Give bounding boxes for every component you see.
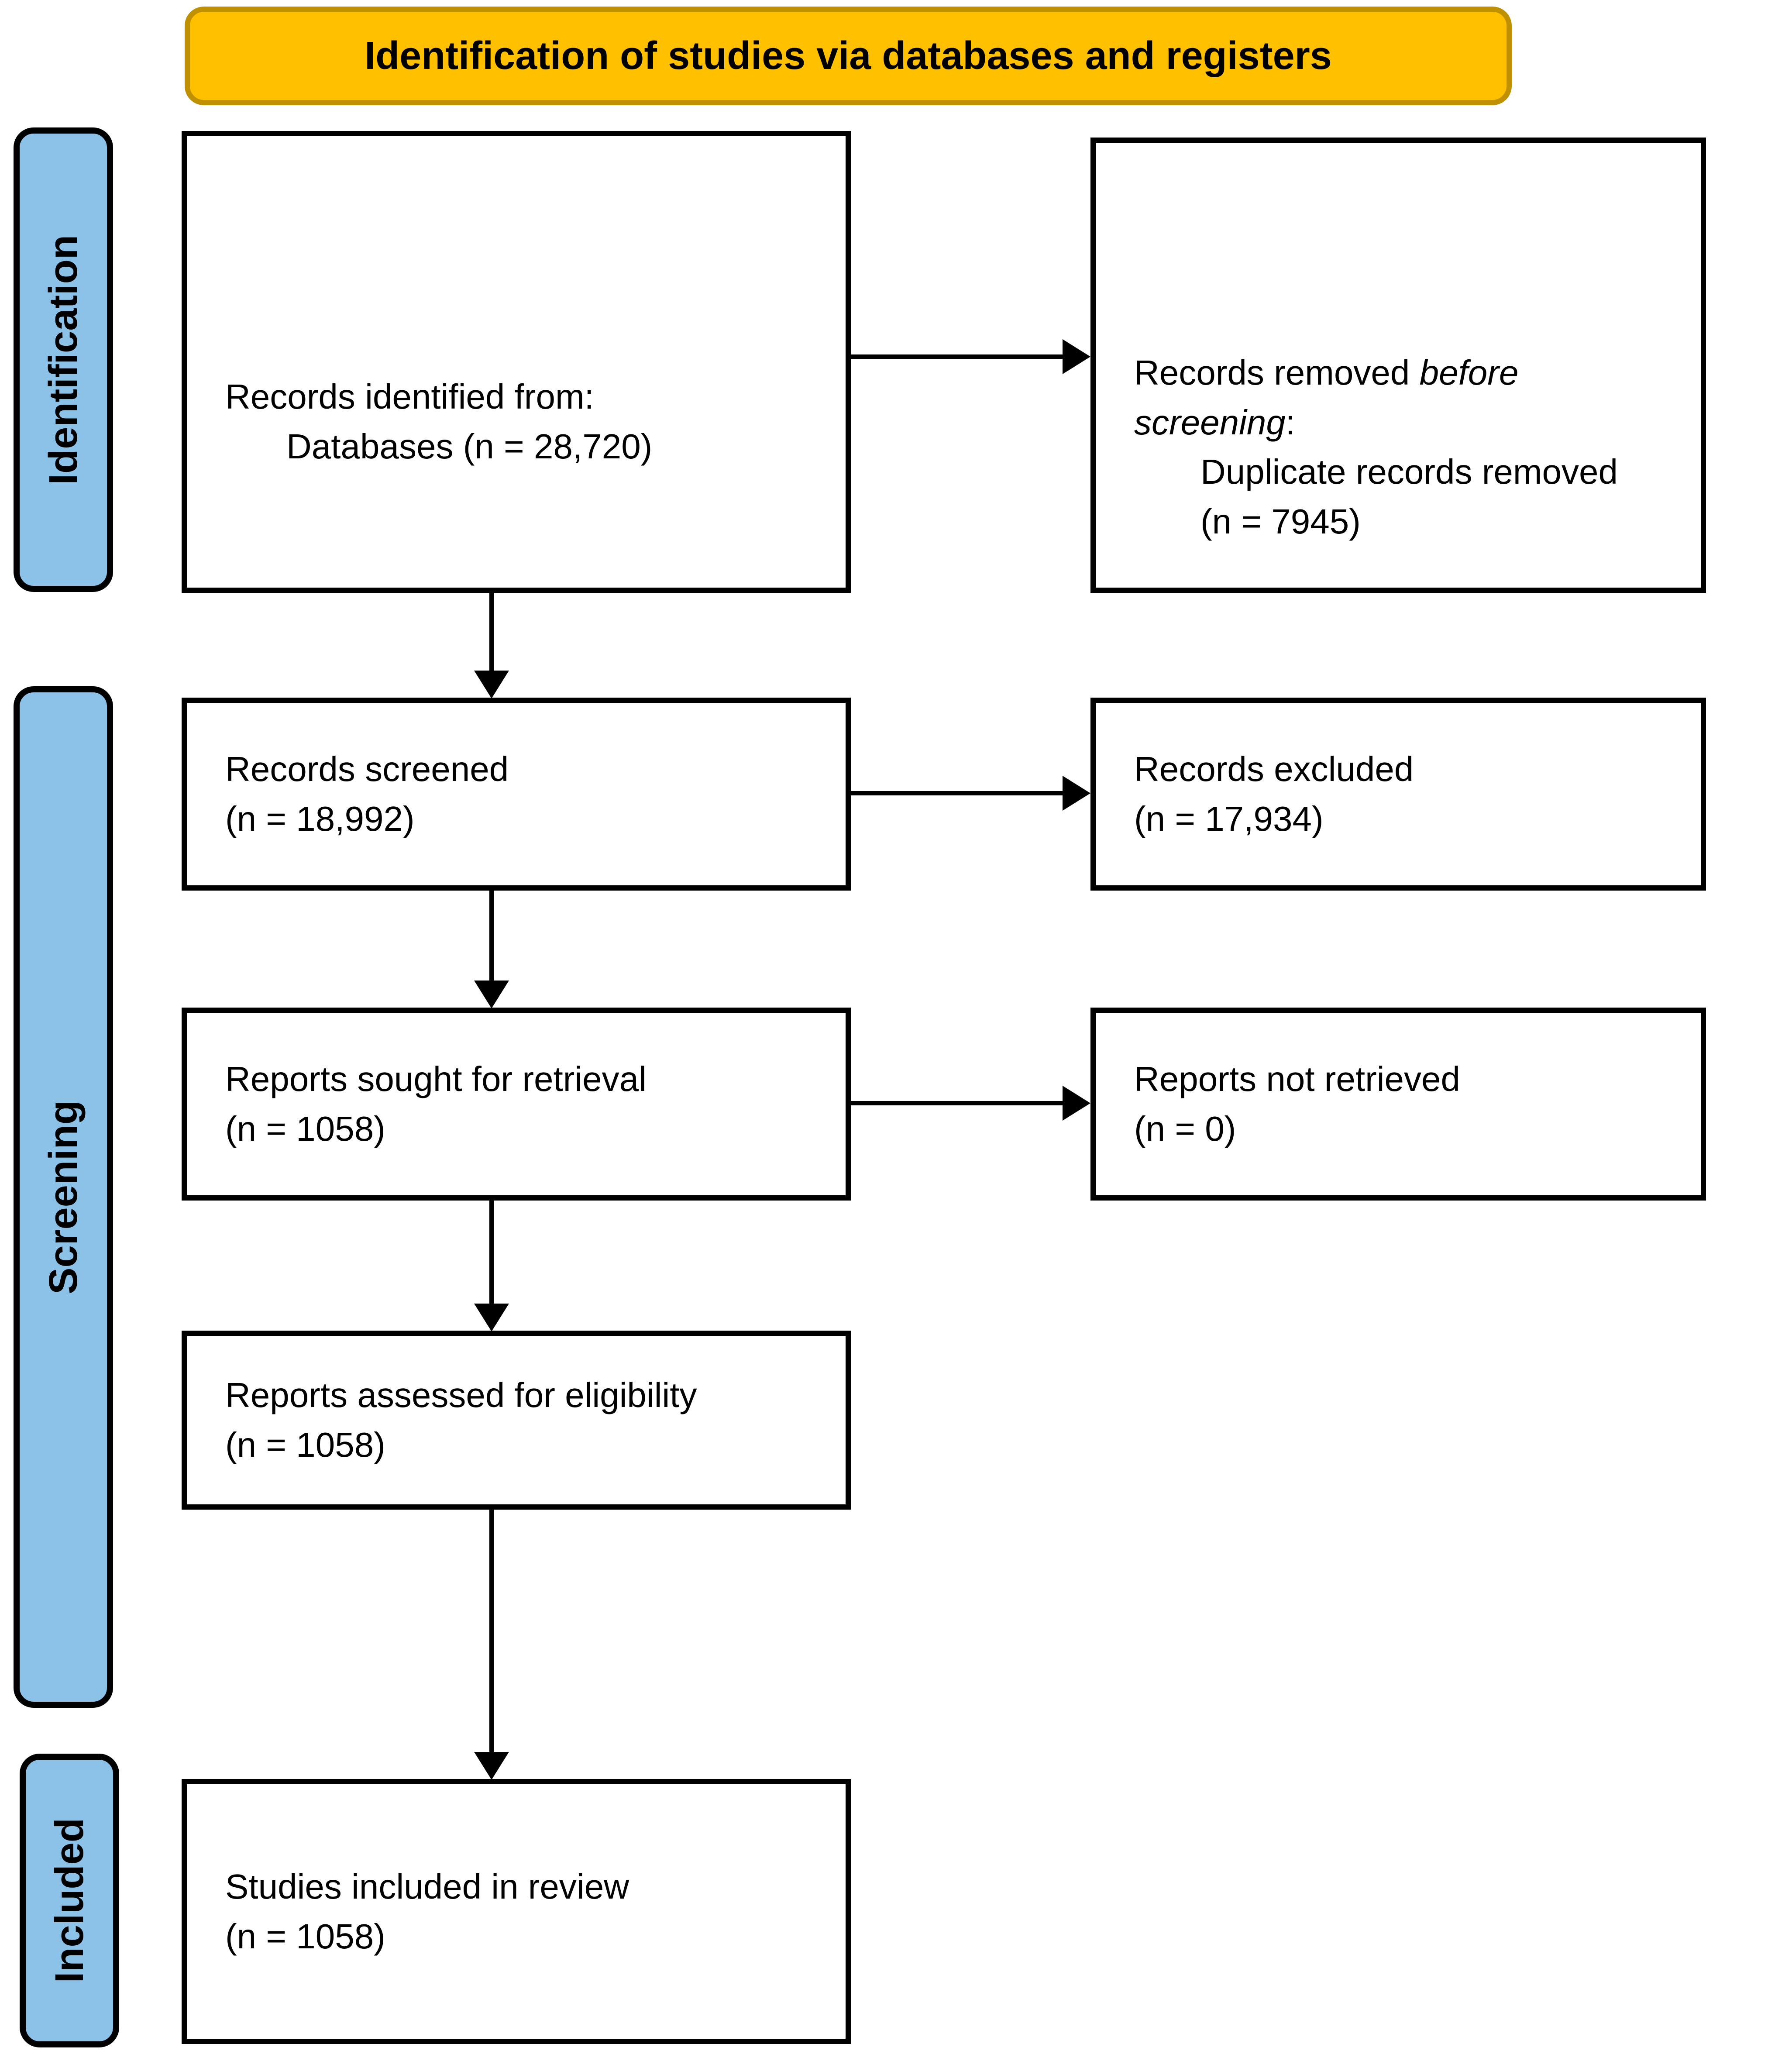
banner-title: Identification of studies via databases … [185,7,1512,105]
stage-label-screening-text: Screening [41,1100,86,1294]
arrow-assessed-to-included-head-icon [474,1752,509,1780]
box-studies-included: Studies included in review (n = 1058) [182,1779,851,2044]
arrow-sought-to-assessed-line [489,1201,494,1304]
stage-label-included: Included [20,1754,119,2047]
studies-included-line2: (n = 1058) [225,1916,385,1956]
records-screened-line1: Records screened [225,750,509,789]
records-removed-line1: Records removed before screening: [1134,353,1519,442]
reports-not-retrieved-line1: Reports not retrieved [1134,1060,1461,1099]
banner-title-text: Identification of studies via databases … [365,34,1332,78]
stage-label-identification-text: Identification [41,234,86,485]
reports-assessed-line2: (n = 1058) [225,1425,385,1464]
box-records-excluded: Records excluded (n = 17,934) [1090,698,1706,891]
arrow-screened-to-excluded-line [851,791,1063,795]
reports-sought-line2: (n = 1058) [225,1109,385,1148]
box-reports-assessed: Reports assessed for eligibility (n = 10… [182,1331,851,1510]
arrow-sought-to-not-retrieved-line [851,1101,1063,1105]
arrow-screened-to-sought-head-icon [474,981,509,1008]
box-records-screened: Records screened (n = 18,992) [182,698,851,891]
arrow-sought-to-not-retrieved-head-icon [1063,1086,1090,1121]
records-excluded-line1: Records excluded [1134,750,1414,789]
arrow-identified-to-removed-head-icon [1063,339,1090,374]
records-screened-line2: (n = 18,992) [225,799,415,838]
box-reports-not-retrieved: Reports not retrieved (n = 0) [1090,1008,1706,1201]
reports-sought-line1: Reports sought for retrieval [225,1060,647,1099]
box-reports-sought: Reports sought for retrieval (n = 1058) [182,1008,851,1201]
arrow-screened-to-sought-line [489,891,494,981]
records-identified-line2: Databases (n = 28,720) [286,427,653,466]
studies-included-line1: Studies included in review [225,1867,629,1906]
records-identified-line1: Records identified from: [225,377,594,416]
records-excluded-line2: (n = 17,934) [1134,799,1324,838]
records-removed-line3: (n = 7945) [1200,502,1361,541]
arrow-identified-to-removed-line [851,354,1063,359]
box-records-identified: Records identified from: Databases (n = … [182,131,851,593]
arrow-assessed-to-included-line [489,1510,494,1752]
arrow-sought-to-assessed-head-icon [474,1304,509,1331]
arrow-screened-to-excluded-head-icon [1063,776,1090,811]
reports-not-retrieved-line2: (n = 0) [1134,1109,1236,1148]
arrow-identified-to-screened-line [489,593,494,671]
stage-label-screening: Screening [14,686,113,1708]
stage-label-included-text: Included [47,1818,92,1983]
stage-label-identification: Identification [14,127,113,592]
reports-assessed-line1: Reports assessed for eligibility [225,1376,697,1415]
records-removed-italic-text: before screening [1134,353,1519,442]
arrow-identified-to-screened-head-icon [474,671,509,698]
records-removed-line2: Duplicate records removed [1200,452,1618,492]
box-records-removed: Records removed before screening: Duplic… [1090,138,1706,593]
